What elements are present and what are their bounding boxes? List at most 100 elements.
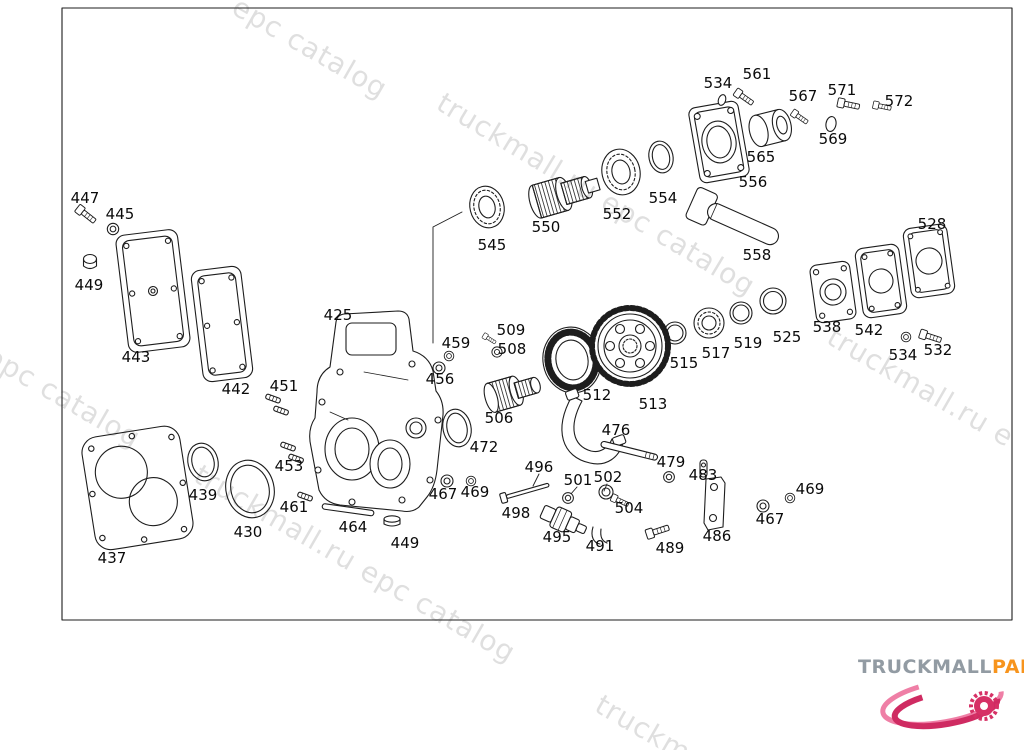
part-label-483: 483 <box>688 466 718 484</box>
part-label-519: 519 <box>733 334 763 352</box>
part-label-502: 502 <box>593 468 623 486</box>
part-label-509: 509 <box>496 321 526 339</box>
brand-name: TRUCKMALL <box>858 656 993 678</box>
part-ring-502 <box>598 484 614 500</box>
part-shaft-506 <box>483 375 541 413</box>
part-plug-495 <box>539 505 587 535</box>
brand-accent: PARTS <box>992 656 1024 678</box>
part-label-498: 498 <box>501 504 531 522</box>
part-clip-491 <box>591 526 608 545</box>
diagram-border <box>61 7 1013 621</box>
part-bearing-517 <box>693 307 725 339</box>
part-label-567: 567 <box>788 87 818 105</box>
part-label-467: 467 <box>755 510 785 528</box>
part-gasket-442 <box>190 265 254 383</box>
part-label-472: 472 <box>469 438 499 456</box>
part-label-572: 572 <box>884 92 914 110</box>
part-gear-513 <box>589 305 671 387</box>
part-label-443: 443 <box>121 348 151 366</box>
part-seal-534t <box>717 94 727 106</box>
part-shaft-550 <box>528 176 601 219</box>
part-label-558: 558 <box>742 246 772 264</box>
part-label-542: 542 <box>854 321 884 339</box>
part-label-525: 525 <box>772 328 802 346</box>
part-flange-556 <box>688 100 750 184</box>
part-label-461: 461 <box>279 498 309 516</box>
part-flange-542 <box>854 243 908 319</box>
part-cap-449 <box>383 515 401 527</box>
part-label-534: 534 <box>703 74 733 92</box>
part-label-550: 550 <box>531 218 561 236</box>
part-screw-496 <box>499 482 550 504</box>
part-label-467: 467 <box>428 485 458 503</box>
part-label-561: 561 <box>742 65 772 83</box>
part-label-554: 554 <box>648 189 678 207</box>
part-label-501: 501 <box>563 471 593 489</box>
part-label-459: 459 <box>441 334 471 352</box>
part-lever-558 <box>685 186 780 246</box>
part-shift-fork-476 <box>561 388 659 465</box>
part-label-506: 506 <box>484 409 514 427</box>
part-label-486: 486 <box>702 527 732 545</box>
part-label-569: 569 <box>818 130 848 148</box>
part-label-491: 491 <box>585 537 615 555</box>
part-label-496: 496 <box>524 458 554 476</box>
part-label-565: 565 <box>746 148 776 166</box>
leader-lines <box>432 211 608 496</box>
part-label-517: 517 <box>701 344 731 362</box>
part-label-476: 476 <box>601 421 631 439</box>
part-label-534: 534 <box>888 346 918 364</box>
brand-text: TRUCKMALLPARTS <box>858 656 1024 678</box>
part-label-556: 556 <box>738 173 768 191</box>
part-label-469: 469 <box>460 483 490 501</box>
part-label-532: 532 <box>923 341 953 359</box>
part-bearing-552 <box>601 148 641 196</box>
part-sleeve-565 <box>748 108 792 148</box>
part-label-453: 453 <box>274 457 304 475</box>
part-ring-515 <box>663 321 687 345</box>
part-label-464: 464 <box>338 518 368 536</box>
part-label-449: 449 <box>74 276 104 294</box>
part-label-512: 512 <box>582 386 612 404</box>
part-cover-plate-443 <box>115 229 191 353</box>
part-label-425: 425 <box>323 306 353 324</box>
part-label-451: 451 <box>269 377 299 395</box>
part-label-495: 495 <box>542 528 572 546</box>
part-ring-554 <box>648 140 674 174</box>
part-bracket-486 <box>703 476 726 531</box>
part-label-456: 456 <box>425 370 455 388</box>
part-label-447: 447 <box>70 189 100 207</box>
part-label-545: 545 <box>477 236 507 254</box>
part-pin-483 <box>699 459 708 478</box>
part-label-439: 439 <box>188 486 218 504</box>
part-seal-472 <box>442 408 472 448</box>
part-label-571: 571 <box>827 81 857 99</box>
part-ring-569 <box>825 116 837 132</box>
part-ring-525 <box>759 287 787 315</box>
part-label-437: 437 <box>97 549 127 567</box>
part-label-538: 538 <box>812 318 842 336</box>
part-flange-538 <box>809 260 857 324</box>
part-label-504: 504 <box>614 499 644 517</box>
brand-logo: TRUCKMALLPARTS <box>858 656 1024 746</box>
part-label-528: 528 <box>917 215 947 233</box>
part-label-489: 489 <box>655 539 685 557</box>
part-label-513: 513 <box>638 395 668 413</box>
part-label-442: 442 <box>221 380 251 398</box>
part-label-449: 449 <box>390 534 420 552</box>
brand-swoosh-icon <box>880 677 1004 730</box>
part-housing-425 <box>309 310 444 513</box>
part-label-508: 508 <box>497 340 527 358</box>
part-label-445: 445 <box>105 205 135 223</box>
part-plate-528 <box>902 223 956 299</box>
part-seal-439 <box>187 442 219 482</box>
part-label-552: 552 <box>602 205 632 223</box>
part-label-515: 515 <box>669 354 699 372</box>
part-bearing-545 <box>469 185 505 229</box>
part-sleeve-449 <box>82 253 98 270</box>
part-gasket-437 <box>81 425 194 551</box>
part-label-479: 479 <box>656 453 686 471</box>
